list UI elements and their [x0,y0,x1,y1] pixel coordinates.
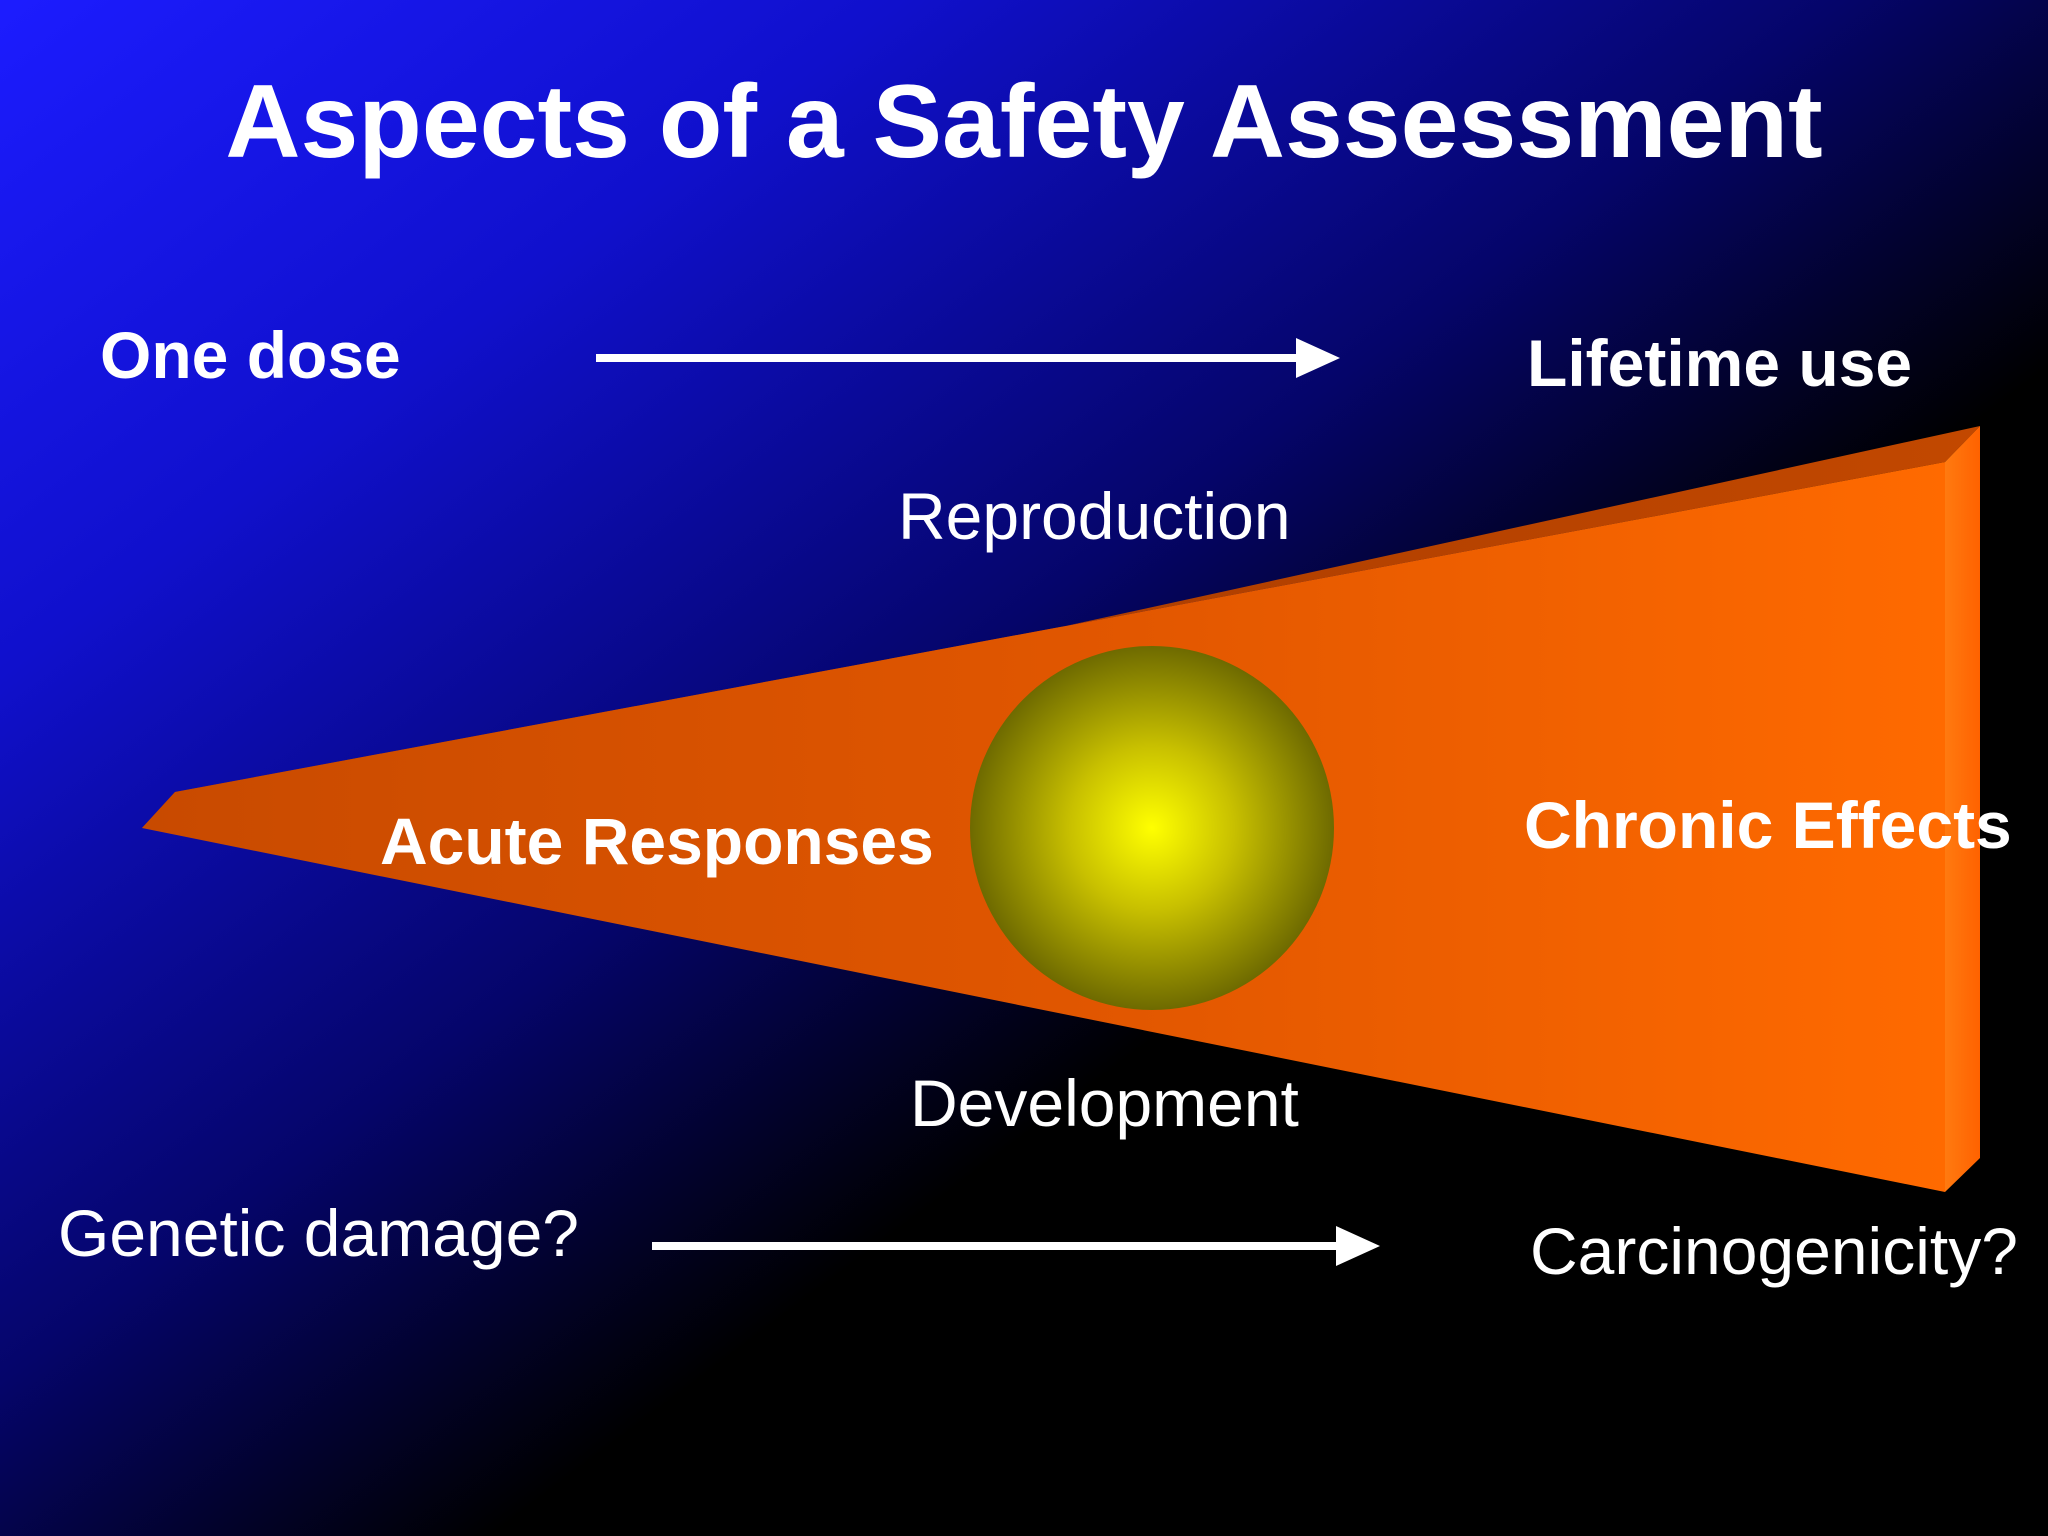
label-one-dose: One dose [100,318,401,392]
wedge-side [1945,426,1980,1192]
label-development: Development [910,1066,1299,1140]
label-carcinogenicity: Carcinogenicity? [1530,1214,2018,1288]
top-right-arrow-icon [596,338,1340,378]
label-acute-responses: Acute Responses [380,804,934,878]
label-chronic-effects: Chronic Effects [1524,788,2012,862]
label-genetic-damage: Genetic damage? [58,1196,580,1270]
bottom-right-arrow-icon [652,1226,1380,1266]
yellow-sphere [970,646,1334,1010]
label-reproduction: Reproduction [898,479,1291,553]
slide-title: Aspects of a Safety Assessment [225,64,1823,180]
label-lifetime-use: Lifetime use [1527,326,1913,400]
